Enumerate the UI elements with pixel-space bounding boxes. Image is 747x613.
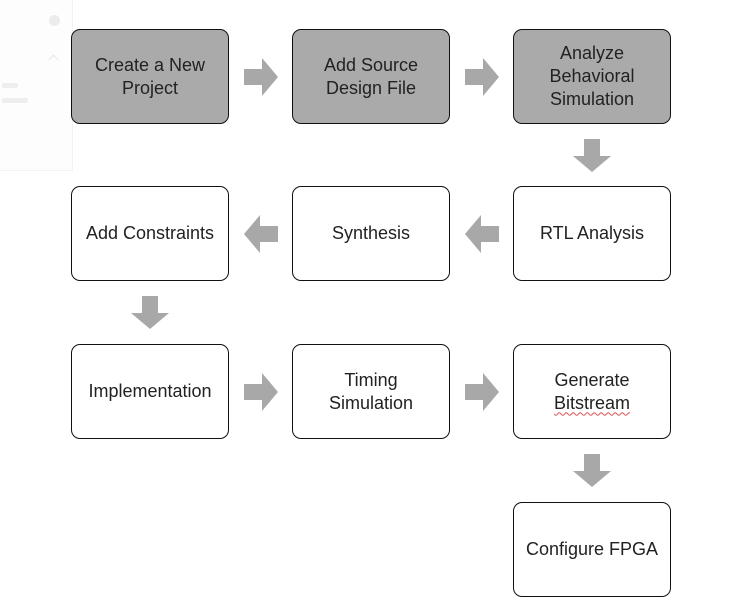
- step-implementation: Implementation: [71, 344, 229, 439]
- info-icon: [49, 15, 60, 26]
- step-label-line: Add Constraints: [85, 223, 215, 243]
- chevron-up-icon: [48, 54, 59, 65]
- step-label-line: Implementation: [88, 381, 212, 401]
- step-label: Add Constraints: [86, 222, 214, 245]
- arrow-right-create-new-project-to-add-source-design-file: [243, 57, 278, 96]
- background-window-fragment: [0, 0, 73, 171]
- arrow-left-rtl-analysis-to-synthesis: [464, 214, 499, 253]
- step-label-line: Generate: [554, 369, 630, 390]
- arrow-shape: [464, 57, 499, 96]
- ghost-text-line: [2, 98, 28, 103]
- arrow-shape: [573, 138, 611, 172]
- step-label-line: Add Source: [323, 54, 419, 75]
- arrow-shape: [243, 372, 278, 411]
- step-add-constraints: Add Constraints: [71, 186, 229, 281]
- step-configure-fpga: Configure FPGA: [513, 502, 671, 597]
- step-rtl-analysis: RTL Analysis: [513, 186, 671, 281]
- arrow-left-synthesis-to-add-constraints: [243, 214, 278, 253]
- step-label: Synthesis: [332, 222, 410, 245]
- step-label-line: Bitstream: [553, 392, 631, 413]
- arrow-down-generate-bitstream-to-configure-fpga: [573, 454, 611, 487]
- step-label-line: Simulation: [549, 89, 635, 109]
- arrow-right-add-source-design-file-to-analyze-behavioral-simulation: [464, 57, 499, 96]
- arrow-shape: [464, 372, 499, 411]
- step-label: Implementation: [88, 380, 211, 403]
- step-label-line: Simulation: [328, 392, 414, 413]
- arrow-right-timing-simulation-to-generate-bitstream: [464, 372, 499, 411]
- arrow-down-add-constraints-to-implementation: [131, 296, 169, 329]
- arrow-shape: [243, 214, 278, 253]
- arrow-shape: [464, 214, 499, 253]
- arrow-shape: [131, 296, 169, 329]
- step-label-line: Timing: [344, 369, 398, 390]
- ghost-text-line: [2, 83, 18, 88]
- arrow-down-analyze-behavioral-simulation-to-rtl-analysis: [573, 138, 611, 172]
- arrow-shape: [243, 57, 278, 96]
- step-label-line: Behavioral: [549, 66, 635, 86]
- arrow-right-implementation-to-timing-simulation: [243, 372, 278, 411]
- step-label-line: Analyze: [559, 43, 625, 63]
- step-label-line: Project: [121, 77, 179, 98]
- step-label-line: Design File: [325, 77, 417, 98]
- step-label: RTL Analysis: [540, 222, 644, 245]
- step-synthesis: Synthesis: [292, 186, 450, 281]
- step-label: Configure FPGA: [526, 538, 658, 561]
- step-label-line: RTL Analysis: [539, 223, 645, 243]
- step-label-line: Synthesis: [331, 223, 411, 243]
- arrow-shape: [573, 454, 611, 487]
- step-label-line: Create a New: [94, 54, 206, 75]
- step-label-line: Configure FPGA: [525, 539, 659, 559]
